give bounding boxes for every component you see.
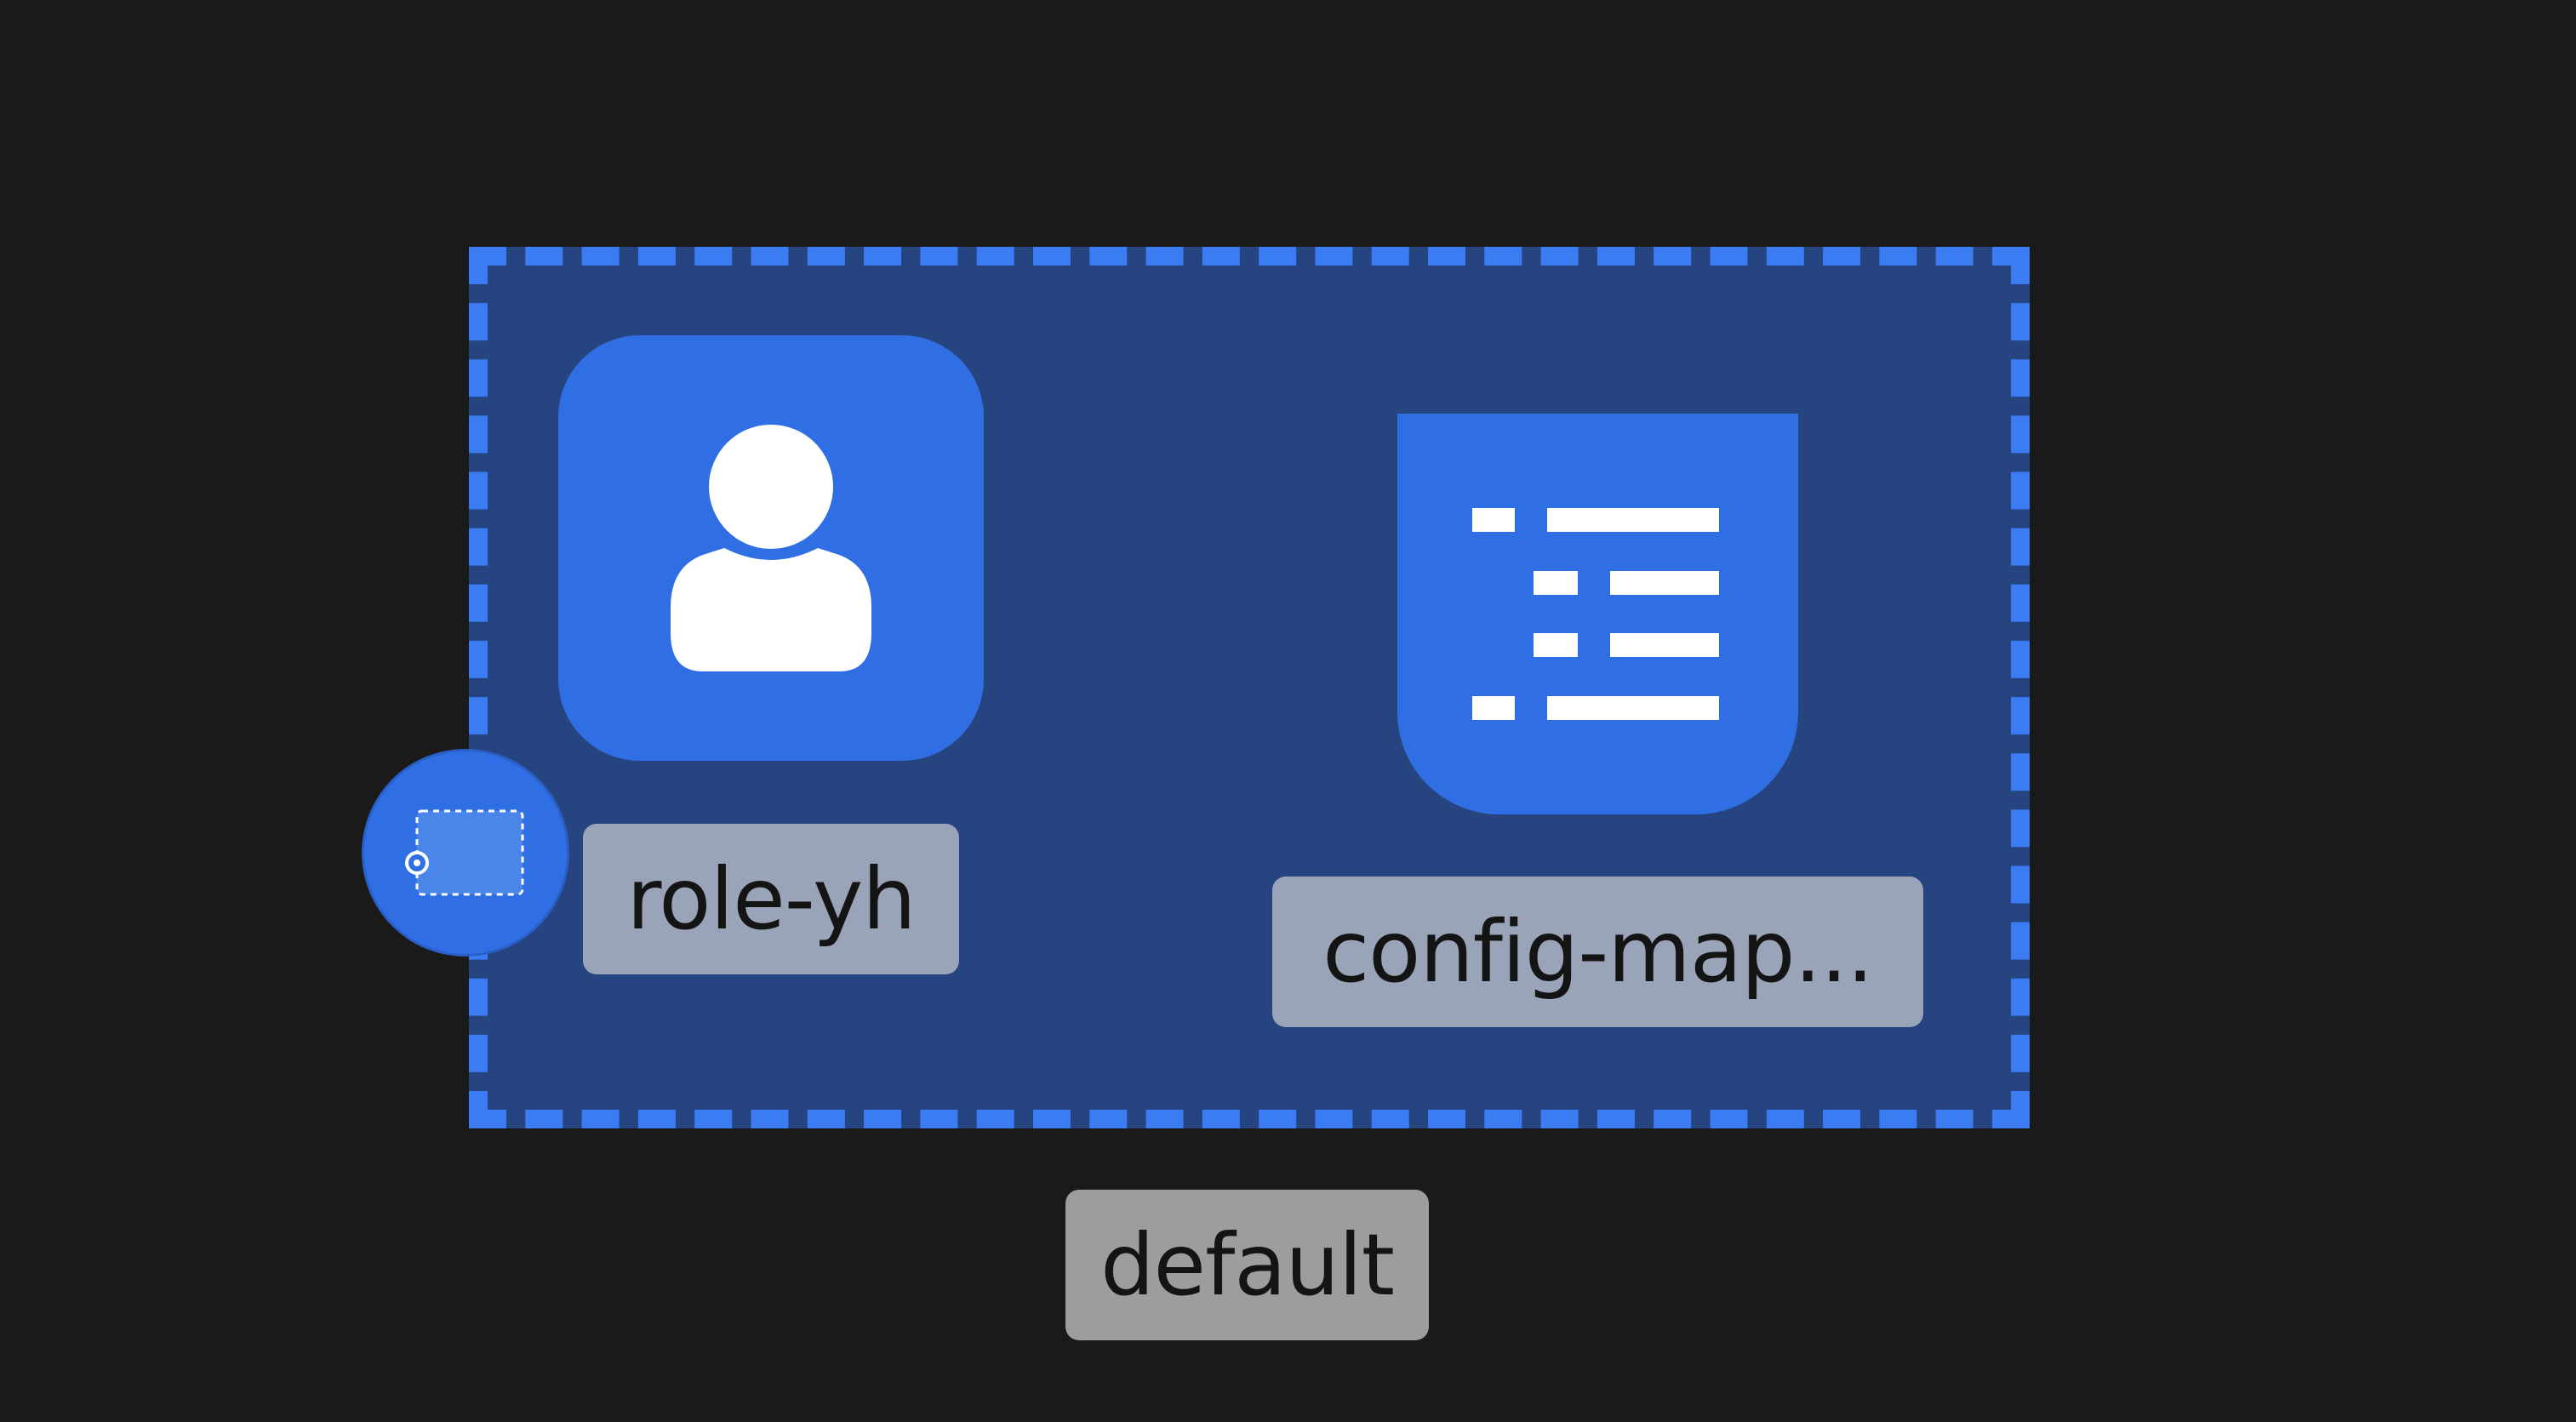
user-glyph — [671, 425, 871, 671]
namespace-glyph — [405, 809, 524, 896]
list-document-glyph — [1472, 508, 1719, 720]
namespace-icon[interactable] — [364, 751, 567, 954]
role-node-label[interactable]: role-yh — [583, 824, 959, 974]
list-document-icon[interactable] — [1397, 414, 1798, 814]
user-icon[interactable] — [558, 335, 984, 761]
namespace-label[interactable]: default — [1065, 1190, 1429, 1340]
configmap-node-label[interactable]: config-map... — [1272, 877, 1923, 1027]
